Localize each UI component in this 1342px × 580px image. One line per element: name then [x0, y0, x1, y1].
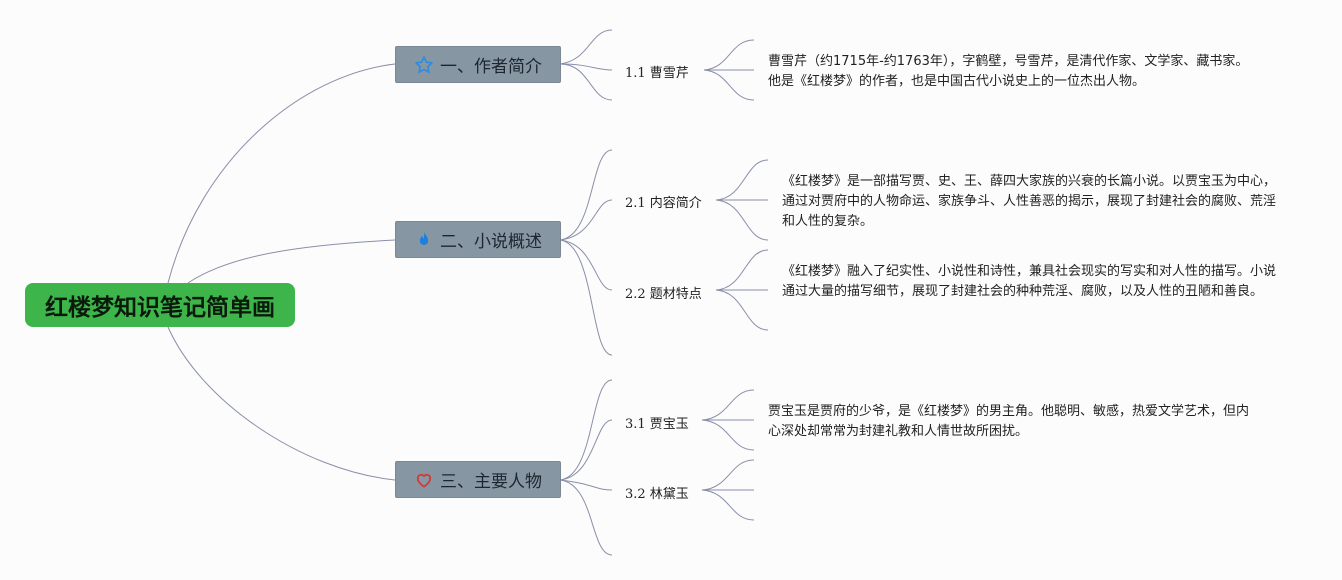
sub22-fan: [715, 249, 769, 291]
note-2-1: 《红楼梦》是一部描写贾、史、王、薛四大家族的兴衰的长篇小说。以贾宝玉为中心，通过…: [782, 174, 1277, 229]
star-icon: [414, 55, 434, 75]
note-2-2: 《红楼梦》融入了纪实性、小说性和诗性，兼具社会现实的写实和对人性的描写。小说通过…: [782, 264, 1277, 299]
note-3-1: 贾宝玉是贾府的少爷，是《红楼梦》的男主角。他聪明、敏感，热爱文学艺术，但内心深处…: [768, 404, 1250, 439]
root-link-1: [167, 63, 396, 284]
branch-label: 二、小说概述: [440, 232, 542, 252]
root-title: 红楼梦知识笔记简单画: [45, 295, 275, 321]
sub-topic-2-1[interactable]: 2.1 内容简介: [625, 196, 702, 211]
root-link-2: [187, 239, 396, 284]
branch-author-intro[interactable]: 一、作者简介: [395, 46, 561, 83]
branch2-fan: [559, 149, 613, 241]
root-link-3: [167, 326, 396, 481]
branch-main-characters[interactable]: 三、主要人物: [395, 461, 561, 498]
sub31-fan: [701, 389, 755, 421]
sub11-fan: [703, 39, 755, 71]
branch-novel-overview[interactable]: 二、小说概述: [395, 221, 561, 258]
heart-icon: [414, 470, 434, 490]
flame-icon: [414, 230, 434, 250]
sub32-fan: [701, 459, 755, 491]
sub-topic-3-2[interactable]: 3.2 林黛玉: [625, 487, 689, 502]
branch-label: 一、作者简介: [440, 57, 542, 77]
root-topic[interactable]: 红楼梦知识笔记简单画: [25, 283, 295, 327]
note-1-1: 曹雪芹（约1715年-约1763年），字鹤壁，号雪芹，是清代作家、文学家、藏书家…: [768, 54, 1249, 89]
sub21-fan: [715, 159, 769, 201]
sub-topic-3-1[interactable]: 3.1 贾宝玉: [625, 417, 689, 432]
branch1-fan: [559, 29, 613, 65]
branch-label: 三、主要人物: [440, 472, 542, 492]
sub-topic-2-2[interactable]: 2.2 题材特点: [625, 287, 702, 302]
sub-topic-1-1[interactable]: 1.1 曹雪芹: [625, 66, 689, 81]
branch3-fan: [559, 379, 613, 481]
